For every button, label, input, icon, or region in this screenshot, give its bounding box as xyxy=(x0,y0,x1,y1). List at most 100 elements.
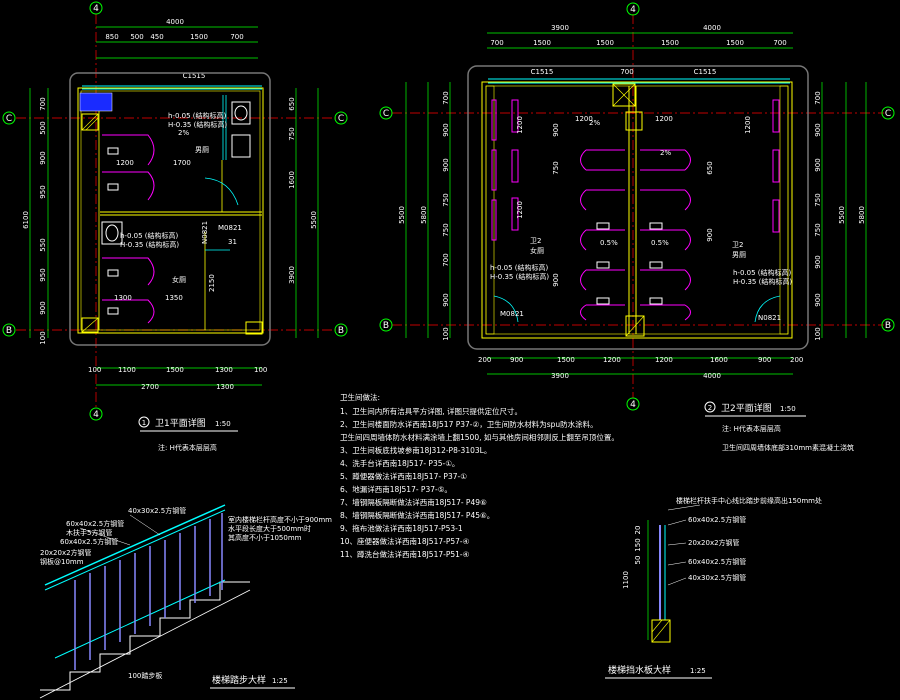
axis-bubble-b-right xyxy=(334,323,348,337)
plan2-title: 卫2平面详图 xyxy=(721,402,772,414)
dim-right-4: 3900 xyxy=(288,266,296,284)
d1-label-4: 60x40x2.5方钢管 xyxy=(60,537,118,546)
p2-dim-left-8: 100 xyxy=(442,327,450,340)
p2-slope-1: 2% xyxy=(589,119,600,127)
p2-inner-v2: 1200 xyxy=(516,201,524,219)
p2-dim-right-total2: 5800 xyxy=(858,206,866,224)
room-label-female: 女厕 xyxy=(172,275,186,284)
dim-left-8: 100 xyxy=(39,331,47,344)
p2-dim-left-total: 5500 xyxy=(398,206,406,224)
inner-dim-1300: 1300 xyxy=(114,294,132,302)
p2-dim-right-8: 100 xyxy=(814,327,822,340)
note-item-9: 8、墙钢隔板隔断做法详西南18J517- P45⑥。 xyxy=(340,510,494,520)
p2-dim-bottom-6: 1600 xyxy=(710,356,728,364)
dim-right-3: 1600 xyxy=(288,171,296,189)
axis-label-b-right: B xyxy=(338,326,344,336)
p2-inner-v6: 650 xyxy=(706,161,714,174)
detail1-scale: 1:25 xyxy=(272,677,288,685)
detail2-title: 楼梯挡水板大样 xyxy=(608,664,671,676)
inner-dim-31: 31 xyxy=(228,238,237,246)
dim-bottom-edge-right: 100 xyxy=(254,366,267,374)
dim-left-7: 900 xyxy=(39,301,47,314)
axis-label-4-top: 4 xyxy=(93,4,99,14)
inner-dim-2150: 2150 xyxy=(208,274,216,292)
d2-dim-1: 20 xyxy=(634,526,642,535)
p2-dim-left-total2: 5800 xyxy=(420,206,428,224)
d1-label-5: 20x20x2方钢管 xyxy=(40,548,92,557)
level-a1: h-0.05 (结构标高) xyxy=(168,111,227,120)
p2-dim-bottom-total: 3900 xyxy=(551,372,569,380)
p2-dim-left-5: 750 xyxy=(442,223,450,236)
p2-dim-left-4: 750 xyxy=(442,193,450,206)
p2-dim-right-5: 750 xyxy=(814,223,822,236)
d2-dim-2: 150 xyxy=(634,538,642,551)
dim-left-6: 950 xyxy=(39,268,47,281)
note-item-10: 9、拖布池做法详西南18J517-P53-1 xyxy=(340,523,463,533)
p2-inner-v5: 900 xyxy=(552,273,560,286)
p2-window-2: C1515 xyxy=(694,68,717,76)
p2-axis-4-top: 4 xyxy=(630,5,636,15)
plan1-note: 注: H代表本层层高 xyxy=(158,443,217,452)
p2-door-m0821: M0821 xyxy=(500,310,524,318)
p2-inner-v3: 900 xyxy=(552,123,560,136)
d1-label-3: 木扶手5方钢管 xyxy=(66,528,112,537)
p2-dim-bottom-5: 1200 xyxy=(655,356,673,364)
dim-left-1: 700 xyxy=(39,97,47,110)
p2-dim-right-6: 900 xyxy=(814,255,822,268)
p2-dim-right-7: 900 xyxy=(814,293,822,306)
axis-label-c-left: C xyxy=(6,114,12,124)
axis-label-c-right: C xyxy=(338,114,344,124)
p2-dim-bottom-total2: 4000 xyxy=(703,372,721,380)
notes-heading: 卫生间做法: xyxy=(340,392,380,402)
level-b1: h-0.05 (结构标高) xyxy=(120,231,179,240)
axis-bubble-b-left xyxy=(2,323,16,337)
d2-dim-3: 50 xyxy=(634,556,642,565)
p2-axis-c-right: C xyxy=(885,109,891,119)
p2-window-1: C1515 xyxy=(531,68,554,76)
p2-axis-4-bottom: 4 xyxy=(630,400,636,410)
dim-top-1: 850 xyxy=(105,33,118,41)
dim-left-5: 550 xyxy=(39,238,47,251)
level-a2: H-0.35 (结构标高) xyxy=(168,120,227,129)
p2-dim-right-2: 900 xyxy=(814,123,822,136)
toilet-notes: 卫生间做法: 1、卫生间内所有洁具平方详图, 详图只提供定位尺寸。 2、卫生间楼… xyxy=(340,392,619,559)
note-item-4: 3、卫生间板底找坡参南18J312-P8-3103L。 xyxy=(340,445,491,455)
door-label-n0821: N0821 xyxy=(201,221,209,244)
axis-bubble-c-left xyxy=(2,111,16,125)
note-item-12: 11、蹲洗台做法详西南18J517-P51-④ xyxy=(340,549,470,559)
p2-room-left-2: 女厕 xyxy=(530,246,544,255)
inner-dim-1200: 1200 xyxy=(116,159,134,167)
p2-inner-v7: 900 xyxy=(706,228,714,241)
p2-dim-right-1: 700 xyxy=(814,91,822,104)
d1-label-6: 钢板@10mm xyxy=(40,557,84,566)
p2-room-right-2: 男厕 xyxy=(732,251,746,259)
p2-axis-c-left: C xyxy=(383,109,389,119)
p2-dim-top-1: 700 xyxy=(490,39,503,47)
level-b2: H-0.35 (结构标高) xyxy=(120,240,179,249)
dim-top-total: 4000 xyxy=(166,18,184,26)
inner-dim-1700: 1700 xyxy=(173,159,191,167)
dim-top-2: 500 xyxy=(130,33,143,41)
dim-left-3: 900 xyxy=(39,151,47,164)
p2-dim-top-3: 1500 xyxy=(596,39,614,47)
p2-dim-left-2: 900 xyxy=(442,123,450,136)
p2-dim-top-2: 1500 xyxy=(533,39,551,47)
stair-railing-detail: 60x40x2.5方钢管 40x30x2.5方钢管 木扶手5方钢管 60x40x… xyxy=(39,504,332,699)
detail2-scale: 1:25 xyxy=(690,667,706,675)
d1-note-1: 室内楼梯栏杆高度不小于900mm xyxy=(228,515,332,524)
p2-dim-top-4: 1500 xyxy=(661,39,679,47)
dim-bottom-2: 1500 xyxy=(166,366,184,374)
dim-right-total: 5500 xyxy=(310,211,318,229)
note-item-1: 1、卫生间内所有洁具平方详图, 详图只提供定位尺寸。 xyxy=(340,406,522,416)
p2-room-left: 卫2 xyxy=(530,237,541,245)
plan2-number: 2 xyxy=(708,404,712,412)
plan2-note-1: 注: H代表本层层高 xyxy=(722,424,781,433)
p2-level-r1: h-0.05 (结构标高) xyxy=(733,268,792,277)
d2-label-4: 40x30x2.5方钢管 xyxy=(688,573,746,582)
p2-inner-v8: 1200 xyxy=(744,116,752,134)
p2-room-right: 卫2 xyxy=(732,241,743,249)
d1-note-2: 水平段长度大于500mm时 xyxy=(228,524,311,533)
inner-dim-1350: 1350 xyxy=(165,294,183,302)
d1-label-7: 100踏步板 xyxy=(128,671,162,680)
